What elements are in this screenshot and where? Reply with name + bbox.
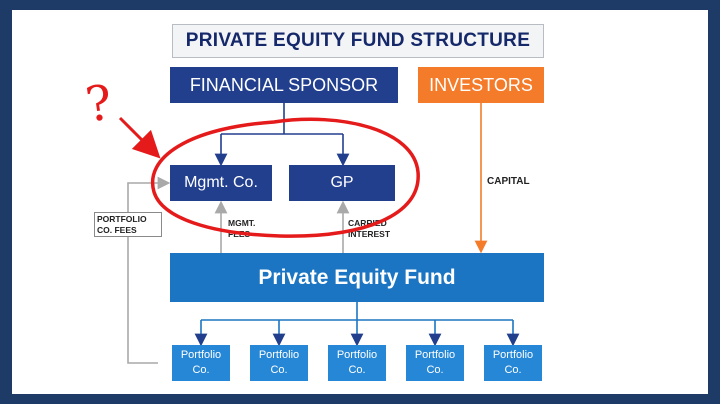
portfolio-co-line1: Portfolio (336, 349, 378, 362)
connector-lines (127, 103, 520, 364)
portfolio-co-line2: Co. (192, 364, 210, 376)
portfolio-fees-loop (127, 176, 171, 364)
portfolio-co-line1: Portfolio (414, 349, 456, 362)
capital-label: CAPITAL (487, 176, 530, 187)
investors-box: INVESTORS (418, 67, 544, 103)
portfolio-co-box: Portfolio Co. (250, 345, 308, 381)
portfolio-co-box: Portfolio Co. (484, 345, 542, 381)
sponsor-to-mgmt-gp-arrows (214, 103, 350, 167)
portfolio-fees-label: PORTFOLIO CO. FEES (94, 212, 162, 238)
diagram-title: PRIVATE EQUITY FUND STRUCTURE (172, 24, 544, 58)
red-arrow-annotation (118, 116, 161, 159)
portfolio-co-line1: Portfolio (258, 349, 300, 362)
portfolio-co-line2: Co. (270, 364, 288, 376)
portfolio-co-box: Portfolio Co. (406, 345, 464, 381)
portfolio-co-box: Portfolio Co. (172, 345, 230, 381)
portfolio-co-line2: Co. (348, 364, 366, 376)
red-circle-annotation (150, 117, 420, 238)
portfolio-co-line1: Portfolio (180, 349, 222, 362)
carried-interest-label: CARRIED INTEREST (348, 218, 391, 239)
portfolio-co-line1: Portfolio (492, 349, 534, 362)
portfolio-co-line2: Co. (426, 364, 444, 376)
financial-sponsor-box: FINANCIAL SPONSOR (170, 67, 398, 103)
private-equity-fund-box: Private Equity Fund (170, 253, 544, 302)
red-annotation (118, 116, 420, 238)
fund-to-portfolio-arrows (194, 302, 520, 347)
mgmt-co-box: Mgmt. Co. (170, 165, 272, 201)
portfolio-co-line2: Co. (504, 364, 522, 376)
slide: PRIVATE EQUITY FUND STRUCTURE FINANCIAL … (12, 10, 708, 394)
portfolio-co-box: Portfolio Co. (328, 345, 386, 381)
gp-box: GP (289, 165, 395, 201)
